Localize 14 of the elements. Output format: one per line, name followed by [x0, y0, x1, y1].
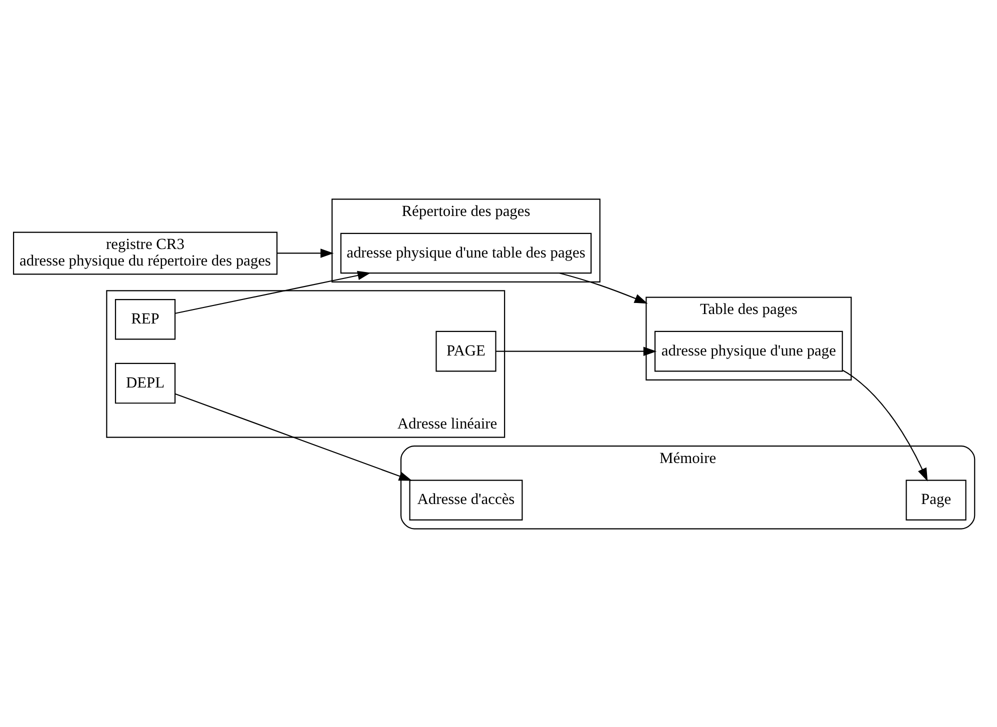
node-box: Page: [906, 479, 966, 520]
node-box: PAGE: [436, 330, 496, 372]
arrow: [175, 392, 412, 480]
arrow: [496, 346, 657, 356]
node-box: registre CR3 adresse physique du répertoire des pages: [13, 231, 278, 274]
arrow: [175, 270, 371, 314]
arrow: [559, 272, 648, 304]
node-box: REP: [114, 298, 176, 340]
node-box: DEPL: [114, 362, 176, 404]
node-box: adresse physique d'une table des pages: [340, 232, 592, 274]
arrow: [277, 248, 334, 258]
node-box: Adresse d'accès: [409, 479, 523, 520]
arrow: [842, 369, 928, 481]
node-box: adresse physique d'une page: [654, 330, 843, 372]
